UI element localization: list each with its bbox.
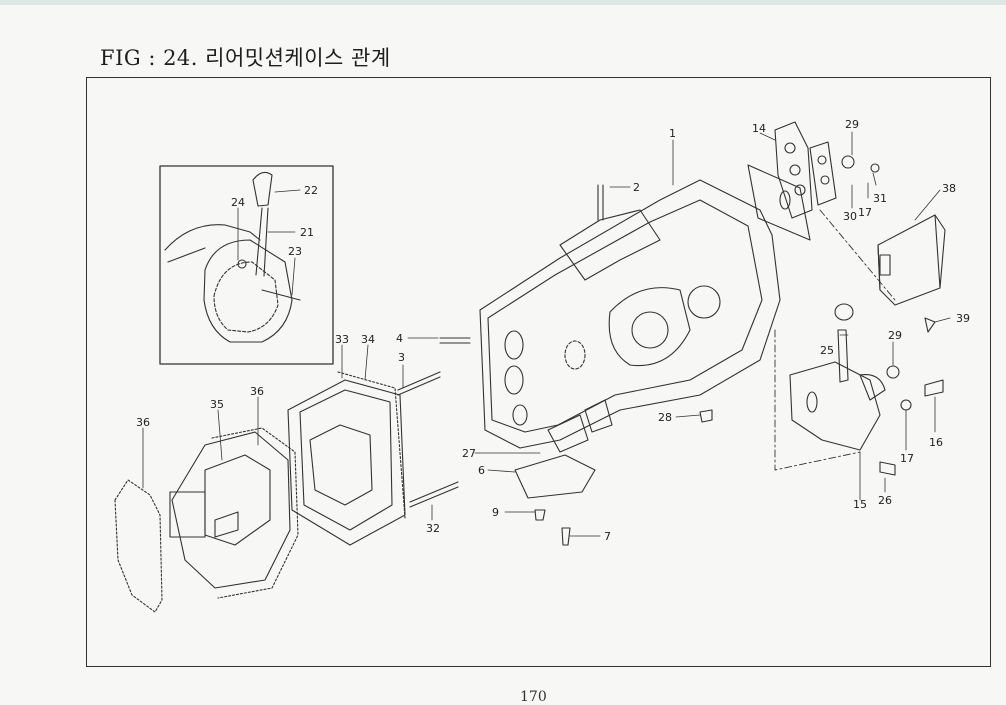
callout-25: 25 (820, 344, 834, 357)
callout-32: 32 (426, 522, 440, 535)
callout-9: 9 (492, 506, 499, 519)
callout-4: 4 (396, 332, 403, 345)
callout-22: 22 (304, 184, 318, 197)
callout-3: 3 (398, 351, 405, 364)
callout-15: 15 (853, 498, 867, 511)
callout-27: 27 (462, 447, 476, 460)
lower-bracket (789, 303, 886, 451)
cover-plate (877, 214, 946, 306)
inset-detail (159, 165, 334, 365)
rear-transmission-case (479, 179, 781, 453)
callout-16: 16 (929, 436, 943, 449)
callout-36b: 36 (136, 416, 150, 429)
alignment-lines (774, 209, 896, 471)
callout-2: 2 (633, 181, 640, 194)
page-number: 170 (520, 689, 547, 705)
callout-23: 23 (288, 245, 302, 258)
figure-title: FIG : 24. 리어밋션케이스 관계 (100, 46, 391, 70)
callout-21: 21 (300, 226, 314, 239)
callout-35: 35 (210, 398, 224, 411)
rear-cover-and-gasket (287, 371, 406, 546)
callout-34: 34 (361, 333, 375, 346)
callout-38: 38 (942, 182, 956, 195)
callout-39: 39 (956, 312, 970, 325)
callout-14: 14 (752, 122, 766, 135)
callout-26: 26 (878, 494, 892, 507)
callout-29b: 29 (888, 329, 902, 342)
callout-29a: 29 (845, 118, 859, 131)
end-housing (169, 427, 299, 599)
callout-30: 30 (843, 210, 857, 223)
diagram-frame (86, 77, 991, 667)
callout-36a: 36 (250, 385, 264, 398)
scan-edge (0, 0, 1006, 5)
leader-lines (142, 131, 951, 537)
lift-bracket-assembly (747, 121, 837, 241)
callout-labels: 1 2 3 4 6 7 9 14 15 16 17 17 21 22 23 24… (136, 118, 970, 543)
small-parts (397, 155, 944, 546)
end-gasket (114, 479, 163, 613)
callout-31: 31 (873, 192, 887, 205)
callout-33: 33 (335, 333, 349, 346)
callout-6: 6 (478, 464, 485, 477)
callout-17a: 17 (858, 206, 872, 219)
callout-24: 24 (231, 196, 245, 209)
callout-17b: 17 (900, 452, 914, 465)
callout-1: 1 (669, 127, 676, 140)
callout-7: 7 (604, 530, 611, 543)
callout-28: 28 (658, 411, 672, 424)
